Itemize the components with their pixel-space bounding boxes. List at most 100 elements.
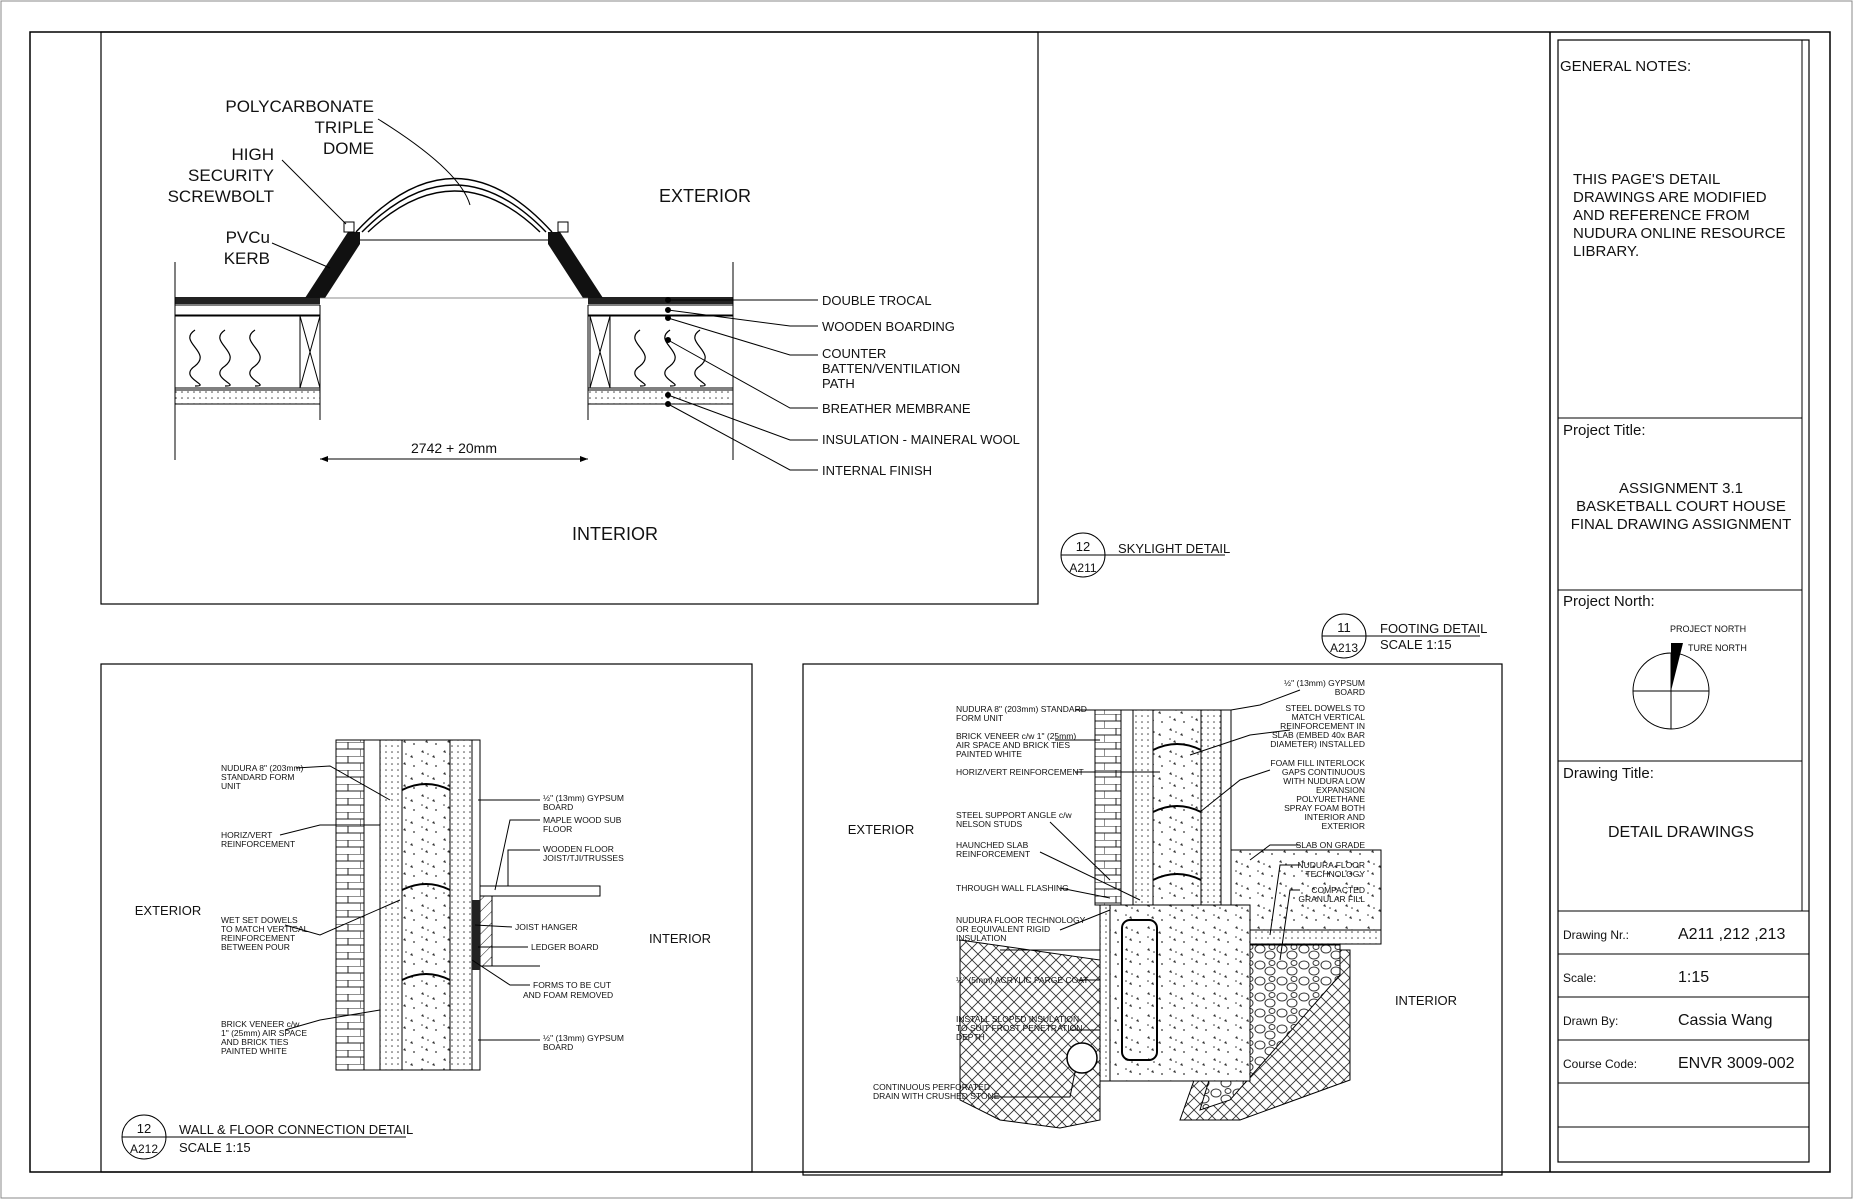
svg-text:REINFORCEMENT: REINFORCEMENT bbox=[956, 849, 1030, 859]
skylight-detail-tag[interactable]: 12 A211 SKYLIGHT DETAIL bbox=[1060, 532, 1230, 578]
title-block: GENERAL NOTES: THIS PAGE'S DETAIL DRAWIN… bbox=[1557, 39, 1810, 1163]
svg-text:KERB: KERB bbox=[224, 249, 270, 268]
svg-text:NUDURA 8" (203mm) STANDARD: NUDURA 8" (203mm) STANDARD bbox=[956, 704, 1087, 714]
svg-text:Course Code:: Course Code: bbox=[1563, 1057, 1637, 1071]
wall-floor-interior-label: INTERIOR bbox=[649, 931, 711, 946]
footing-exterior-label: EXTERIOR bbox=[848, 822, 914, 837]
skylight-frame bbox=[100, 31, 1039, 605]
svg-text:BOARD: BOARD bbox=[1335, 687, 1365, 697]
callout-dome: POLYCARBONATE TRIPLE DOME bbox=[225, 97, 374, 158]
footing-brick-veneer bbox=[1094, 709, 1122, 906]
wall-floor-detail-tag[interactable]: 12 A212 WALL & FLOOR CONNECTION DETAIL S… bbox=[121, 1114, 413, 1160]
svg-text:STEEL DOWELS TO: STEEL DOWELS TO bbox=[1285, 703, 1365, 713]
svg-text:A213: A213 bbox=[1330, 641, 1358, 655]
svg-text:SCREWBOLT: SCREWBOLT bbox=[168, 187, 274, 206]
svg-text:A211: A211 bbox=[1069, 561, 1096, 575]
project-north-text: PROJECT NORTH bbox=[1670, 624, 1746, 634]
svg-text:½" (13mm) GYPSUM: ½" (13mm) GYPSUM bbox=[1284, 678, 1365, 688]
svg-text:HAUNCHED SLAB: HAUNCHED SLAB bbox=[956, 840, 1029, 850]
svg-text:AND BRICK TIES: AND BRICK TIES bbox=[221, 1037, 289, 1047]
sheet-border bbox=[29, 31, 1831, 1173]
svg-text:THROUGH WALL FLASHING: THROUGH WALL FLASHING bbox=[956, 883, 1069, 893]
svg-text:½" (5mm) ACRYLIC PARGE COAT: ½" (5mm) ACRYLIC PARGE COAT bbox=[956, 975, 1088, 985]
svg-text:WITH NUDURA LOW: WITH NUDURA LOW bbox=[1283, 776, 1365, 786]
screwbolt-left bbox=[343, 221, 355, 233]
svg-text:TECHNOLOGY: TECHNOLOGY bbox=[1305, 869, 1365, 879]
skylight-interior-label: INTERIOR bbox=[572, 524, 658, 544]
svg-text:Scale:: Scale: bbox=[1563, 971, 1596, 985]
drawing-title-label: Drawing Title: bbox=[1563, 765, 1654, 782]
svg-text:TO SUIT FROST PENETRATION: TO SUIT FROST PENETRATION bbox=[956, 1023, 1082, 1033]
svg-text:REINFORCEMENT: REINFORCEMENT bbox=[221, 839, 295, 849]
svg-text:FLOOR: FLOOR bbox=[543, 824, 572, 834]
svg-text:INSULATION - MAINERAL WOOL: INSULATION - MAINERAL WOOL bbox=[822, 432, 1020, 447]
svg-text:STEEL SUPPORT ANGLE c/w: STEEL SUPPORT ANGLE c/w bbox=[956, 810, 1072, 820]
svg-text:AIR SPACE AND BRICK TIES: AIR SPACE AND BRICK TIES bbox=[956, 740, 1070, 750]
svg-text:WOODEN BOARDING: WOODEN BOARDING bbox=[822, 319, 955, 334]
svg-text:WALL & FLOOR CONNECTION DETAIL: WALL & FLOOR CONNECTION DETAIL bbox=[179, 1122, 413, 1137]
svg-text:FOOTING DETAIL: FOOTING DETAIL bbox=[1380, 621, 1487, 636]
footing-left-notes: NUDURA 8" (203mm) STANDARD FORM UNIT BRI… bbox=[873, 704, 1088, 1101]
svg-text:TRIPLE: TRIPLE bbox=[314, 118, 374, 137]
svg-text:HORIZ/VERT REINFORCEMENT: HORIZ/VERT REINFORCEMENT bbox=[956, 767, 1084, 777]
wall-floor-detail: NUDURA 8" (203mm) STANDARD FORM UNIT HOR… bbox=[100, 663, 753, 1173]
callout-screwbolt: HIGH SECURITY SCREWBOLT bbox=[168, 145, 274, 206]
svg-text:EXPANSION: EXPANSION bbox=[1316, 785, 1365, 795]
svg-text:BOARD: BOARD bbox=[543, 802, 573, 812]
svg-text:DIAMETER) INSTALLED: DIAMETER) INSTALLED bbox=[1270, 739, 1365, 749]
svg-text:MATCH VERTICAL: MATCH VERTICAL bbox=[1292, 712, 1366, 722]
footing-interior-label: INTERIOR bbox=[1395, 993, 1457, 1008]
svg-text:PAINTED WHITE: PAINTED WHITE bbox=[221, 1046, 287, 1056]
title-block-row: Drawn By: Cassia Wang bbox=[1563, 1012, 1773, 1029]
ledger-board bbox=[472, 900, 480, 970]
svg-text:BETWEEN POUR: BETWEEN POUR bbox=[221, 942, 290, 952]
pvcu-kerb-right bbox=[548, 232, 603, 298]
true-north-text: TURE NORTH bbox=[1688, 643, 1747, 653]
slab-on-grade bbox=[1230, 849, 1382, 931]
title-block-row: Drawing Nr.: A211 ,212 ,213 bbox=[1563, 926, 1785, 943]
svg-text:SPRAY FOAM BOTH: SPRAY FOAM BOTH bbox=[1284, 803, 1365, 813]
pvcu-kerb-left bbox=[305, 232, 360, 298]
svg-text:POLYURETHANE: POLYURETHANE bbox=[1296, 794, 1365, 804]
svg-text:BATTEN/VENTILATION: BATTEN/VENTILATION bbox=[822, 361, 960, 376]
svg-text:FOAM FILL INTERLOCK: FOAM FILL INTERLOCK bbox=[1270, 758, 1365, 768]
svg-text:WET SET DOWELS: WET SET DOWELS bbox=[221, 915, 298, 925]
svg-text:OR EQUIVALENT RIGID: OR EQUIVALENT RIGID bbox=[956, 924, 1050, 934]
perforated-drain bbox=[1066, 1042, 1098, 1074]
svg-text:PAINTED WHITE: PAINTED WHITE bbox=[956, 749, 1022, 759]
svg-text:SLAB (EMBED 40x BAR: SLAB (EMBED 40x BAR bbox=[1272, 730, 1365, 740]
general-notes-label: GENERAL NOTES: bbox=[1560, 58, 1691, 75]
svg-text:NUDURA FLOOR TECHNOLOGY: NUDURA FLOOR TECHNOLOGY bbox=[956, 915, 1086, 925]
svg-text:INTERNAL FINISH: INTERNAL FINISH bbox=[822, 463, 932, 478]
svg-text:BASKETBALL COURT HOUSE: BASKETBALL COURT HOUSE bbox=[1576, 498, 1786, 515]
roof-assembly-left bbox=[174, 262, 321, 460]
svg-text:CONTINUOUS PERFORATED: CONTINUOUS PERFORATED bbox=[873, 1082, 990, 1092]
project-title-label: Project Title: bbox=[1563, 422, 1646, 439]
svg-text:NUDURA 8" (203mm): NUDURA 8" (203mm) bbox=[221, 763, 304, 773]
title-block-row: Course Code: ENVR 3009-002 bbox=[1563, 1055, 1795, 1072]
svg-text:12: 12 bbox=[137, 1121, 151, 1136]
polycarbonate-dome bbox=[355, 177, 553, 233]
footing-nudura-exterior bbox=[1132, 709, 1154, 906]
svg-text:HORIZ/VERT: HORIZ/VERT bbox=[221, 830, 272, 840]
nudura-form-exterior bbox=[379, 739, 403, 1071]
layer-leaders bbox=[665, 297, 818, 471]
svg-text:ASSIGNMENT 3.1: ASSIGNMENT 3.1 bbox=[1619, 480, 1743, 497]
footing-detail-tag[interactable]: 11 A213 FOOTING DETAIL SCALE 1:15 bbox=[1321, 613, 1487, 659]
svg-text:STANDARD FORM: STANDARD FORM bbox=[221, 772, 295, 782]
svg-text:A212: A212 bbox=[130, 1142, 158, 1156]
svg-text:MAPLE WOOD SUB: MAPLE WOOD SUB bbox=[543, 815, 622, 825]
project-north-label: Project North: bbox=[1563, 593, 1655, 610]
svg-text:NUDURA ONLINE RESOURCE: NUDURA ONLINE RESOURCE bbox=[1573, 225, 1786, 242]
wall-floor-right-notes: ½" (13mm) GYPSUM BOARD MAPLE WOOD SUB FL… bbox=[515, 793, 624, 1052]
svg-text:TO MATCH VERTICAL: TO MATCH VERTICAL bbox=[221, 924, 309, 934]
callout-kerb: PVCu KERB bbox=[224, 228, 270, 268]
svg-text:INSULATION: INSULATION bbox=[956, 933, 1006, 943]
svg-text:INTERIOR AND: INTERIOR AND bbox=[1305, 812, 1365, 822]
svg-text:DOME: DOME bbox=[323, 139, 374, 158]
svg-text:LIBRARY.: LIBRARY. bbox=[1573, 243, 1639, 260]
wall-floor-exterior-label: EXTERIOR bbox=[135, 903, 201, 918]
svg-text:REINFORCEMENT IN: REINFORCEMENT IN bbox=[1280, 721, 1365, 731]
svg-text:WOODEN FLOOR: WOODEN FLOOR bbox=[543, 844, 614, 854]
